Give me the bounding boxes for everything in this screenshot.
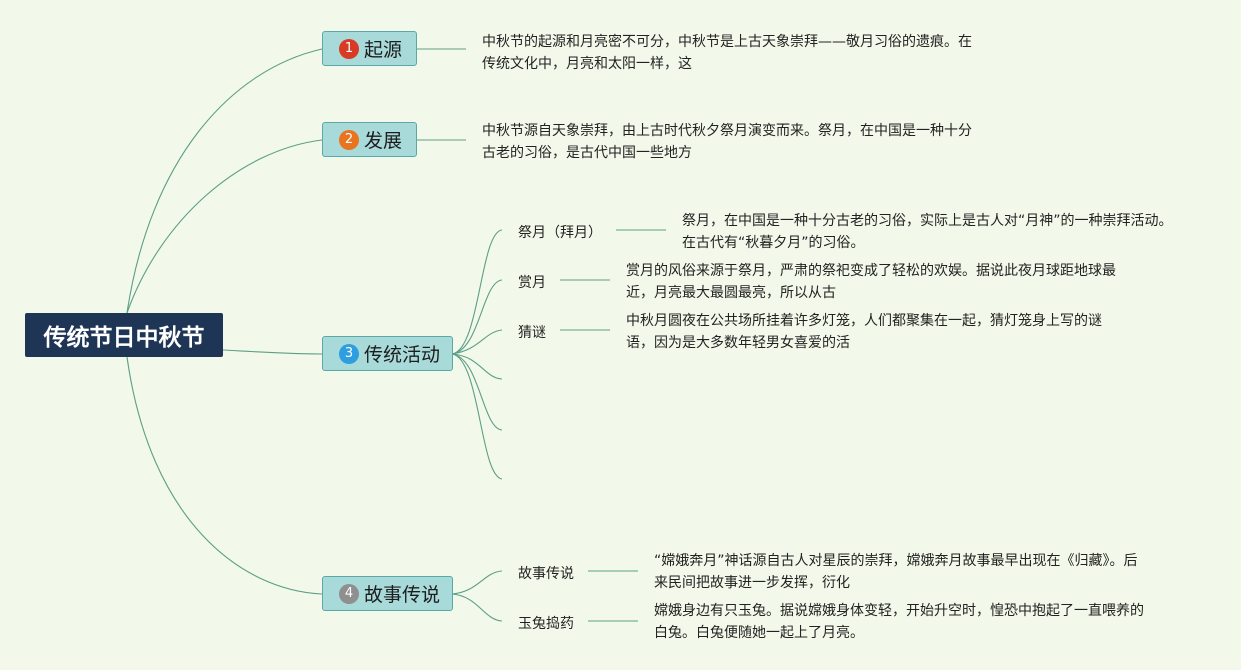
topic-origin[interactable]: 1 起源: [322, 31, 417, 66]
number-1-icon: 1: [339, 38, 359, 59]
desc-line: 赏月的风俗来源于祭月，严肃的祭祀变成了轻松的欢娱。据说此夜月球距地球最: [626, 263, 1116, 279]
root-node[interactable]: 传统节日中秋节: [25, 313, 223, 357]
link-t3-empty1: [451, 353, 503, 380]
number-3-icon: 3: [339, 343, 359, 364]
desc-line: 中秋节的起源和月亮密不可分，中秋节是上古天象崇拜——敬月习俗的遗痕。在: [482, 34, 972, 50]
topic-development[interactable]: 2 发展: [322, 122, 417, 157]
desc-line: 在古代有“秋暮夕月”的习俗。: [682, 235, 865, 251]
desc-line: 中秋节源自天象崇拜，由上古时代秋夕祭月演变而来。祭月，在中国是一种十分: [482, 123, 972, 139]
link-t3-empty3: [451, 353, 503, 480]
topic-label: 起源: [364, 39, 403, 61]
subtopic-moon-viewing[interactable]: 赏月: [518, 275, 546, 291]
root-title: 传统节日中秋节: [43, 325, 205, 351]
topic-origin-desc: 中秋节的起源和月亮密不可分，中秋节是上古天象崇拜——敬月习俗的遗痕。在 传统文化…: [482, 31, 972, 75]
desc-line: 祭月，在中国是一种十分古老的习俗，实际上是古人对“月神”的一种崇拜活动。: [682, 213, 1173, 229]
link-t3-child2: [451, 279, 503, 355]
desc-line: “嫦娥奔月”神话源自古人对星辰的崇拜，嫦娥奔月故事最早出现在《归藏》。后: [654, 553, 1138, 569]
number-4-icon: 4: [339, 583, 359, 604]
subtopic-moon-worship-desc: 祭月，在中国是一种十分古老的习俗，实际上是古人对“月神”的一种崇拜活动。 在古代…: [682, 210, 1173, 254]
topic-legends[interactable]: 4 故事传说: [322, 576, 453, 611]
subtopic-moon-viewing-desc: 赏月的风俗来源于祭月，严肃的祭祀变成了轻松的欢娱。据说此夜月球距地球最 近，月亮…: [626, 260, 1116, 304]
desc-line: 传统文化中，月亮和太阳一样，这: [482, 56, 692, 72]
topic-traditional-activities[interactable]: 3 传统活动: [322, 336, 453, 371]
topic-label: 传统活动: [364, 344, 441, 366]
link-t3-child1: [451, 229, 503, 355]
desc-line: 嫦娥身边有只玉兔。据说嫦娥身体变轻，开始升空时，惶恐中抱起了一直喂养的: [654, 603, 1144, 619]
subtopic-riddles[interactable]: 猜谜: [518, 325, 546, 341]
link-root-topic4: [126, 356, 323, 595]
desc-line: 古老的习俗，是古代中国一些地方: [482, 145, 692, 161]
link-root-topic3: [222, 349, 323, 355]
subtopic-moon-worship[interactable]: 祭月（拜月）: [518, 225, 602, 241]
desc-line: 近，月亮最大最圆最亮，所以从古: [626, 285, 836, 301]
link-t4-child2: [451, 593, 503, 622]
desc-line: 白兔。白兔便随她一起上了月亮。: [654, 625, 864, 641]
link-root-topic2: [126, 139, 323, 314]
link-root-topic1: [126, 48, 323, 314]
subtopic-jade-rabbit-desc: 嫦娥身边有只玉兔。据说嫦娥身体变轻，开始升空时，惶恐中抱起了一直喂养的 白兔。白…: [654, 600, 1144, 644]
subtopic-jade-rabbit[interactable]: 玉兔捣药: [518, 616, 574, 632]
link-t3-child3: [451, 329, 503, 355]
subtopic-story-legend-desc: “嫦娥奔月”神话源自古人对星辰的崇拜，嫦娥奔月故事最早出现在《归藏》。后 来民间…: [654, 550, 1138, 594]
topic-development-desc: 中秋节源自天象崇拜，由上古时代秋夕祭月演变而来。祭月，在中国是一种十分 古老的习…: [482, 120, 972, 164]
link-t3-empty2: [451, 353, 503, 431]
desc-line: 来民间把故事进一步发挥，衍化: [654, 575, 850, 591]
desc-line: 中秋月圆夜在公共场所挂着许多灯笼，人们都聚集在一起，猜灯笼身上写的谜: [626, 313, 1102, 329]
desc-line: 语，因为是大多数年轻男女喜爱的活: [626, 335, 850, 351]
subtopic-riddles-desc: 中秋月圆夜在公共场所挂着许多灯笼，人们都聚集在一起，猜灯笼身上写的谜 语，因为是…: [626, 310, 1102, 354]
subtopic-story-legend[interactable]: 故事传说: [518, 566, 574, 582]
link-t4-child1: [451, 570, 503, 595]
topic-label: 发展: [364, 130, 403, 152]
topic-label: 故事传说: [364, 584, 441, 606]
number-2-icon: 2: [339, 129, 359, 150]
